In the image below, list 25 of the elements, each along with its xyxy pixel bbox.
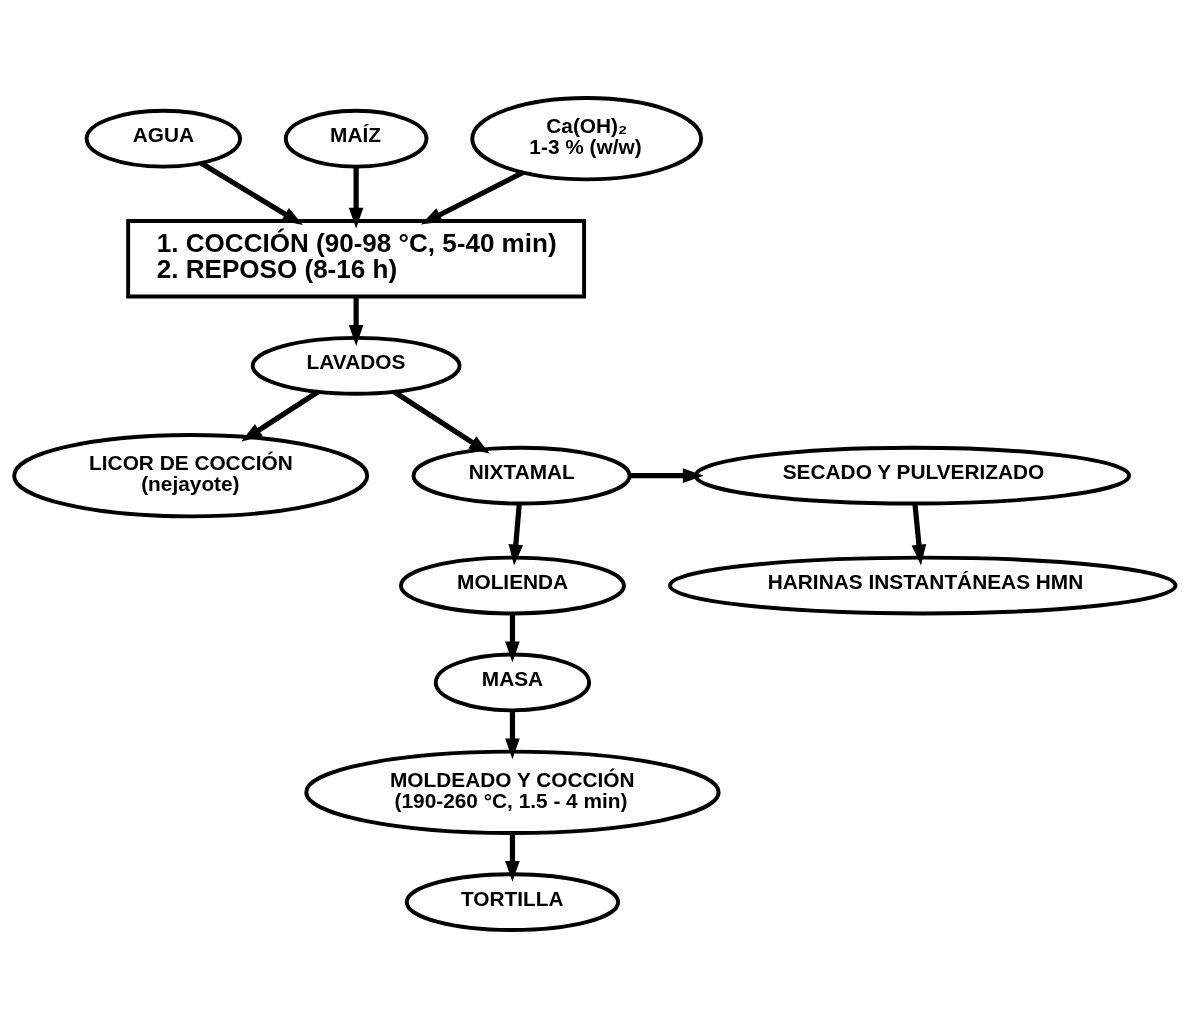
arrow — [505, 613, 520, 663]
arrow — [348, 296, 364, 346]
arrow — [392, 389, 490, 454]
node-ellipse: MASA — [433, 652, 592, 713]
node-ellipse: MOLIENDA — [398, 555, 626, 616]
arrow — [421, 170, 525, 225]
arrow — [348, 166, 364, 229]
node-ellipse: LICOR DE COCCIÓN (nejayote) — [12, 433, 370, 519]
node-ellipse: MOLDEADO Y COCCIÓN (190-260 °C, 1.5 - 4 min) — [304, 749, 721, 835]
arrow — [508, 503, 524, 566]
arrow — [911, 503, 927, 566]
node-ellipse: TORTILLA — [404, 872, 621, 933]
arrow — [505, 710, 520, 760]
arrow — [241, 389, 320, 442]
node-ellipse: MAÍZ — [283, 108, 429, 169]
node-ellipse: SECADO Y PULVERIZADO — [693, 445, 1131, 506]
arrow — [199, 160, 303, 226]
node-ellipse: Ca(OH)₂ 1-3 % (w/w) — [470, 96, 704, 182]
node-ellipse: HARINAS INSTANTÁNEAS HMN — [668, 555, 1178, 616]
node-ellipse: NIXTAMAL — [411, 445, 632, 506]
node-ellipse: AGUA — [84, 108, 242, 169]
arrow — [629, 468, 704, 483]
arrow — [505, 832, 520, 882]
node-box: 1. COCCIÓN (90-98 °C, 5-40 min) 2. REPOSO (8-16 h) — [126, 219, 587, 299]
node-ellipse: LAVADOS — [250, 335, 462, 396]
